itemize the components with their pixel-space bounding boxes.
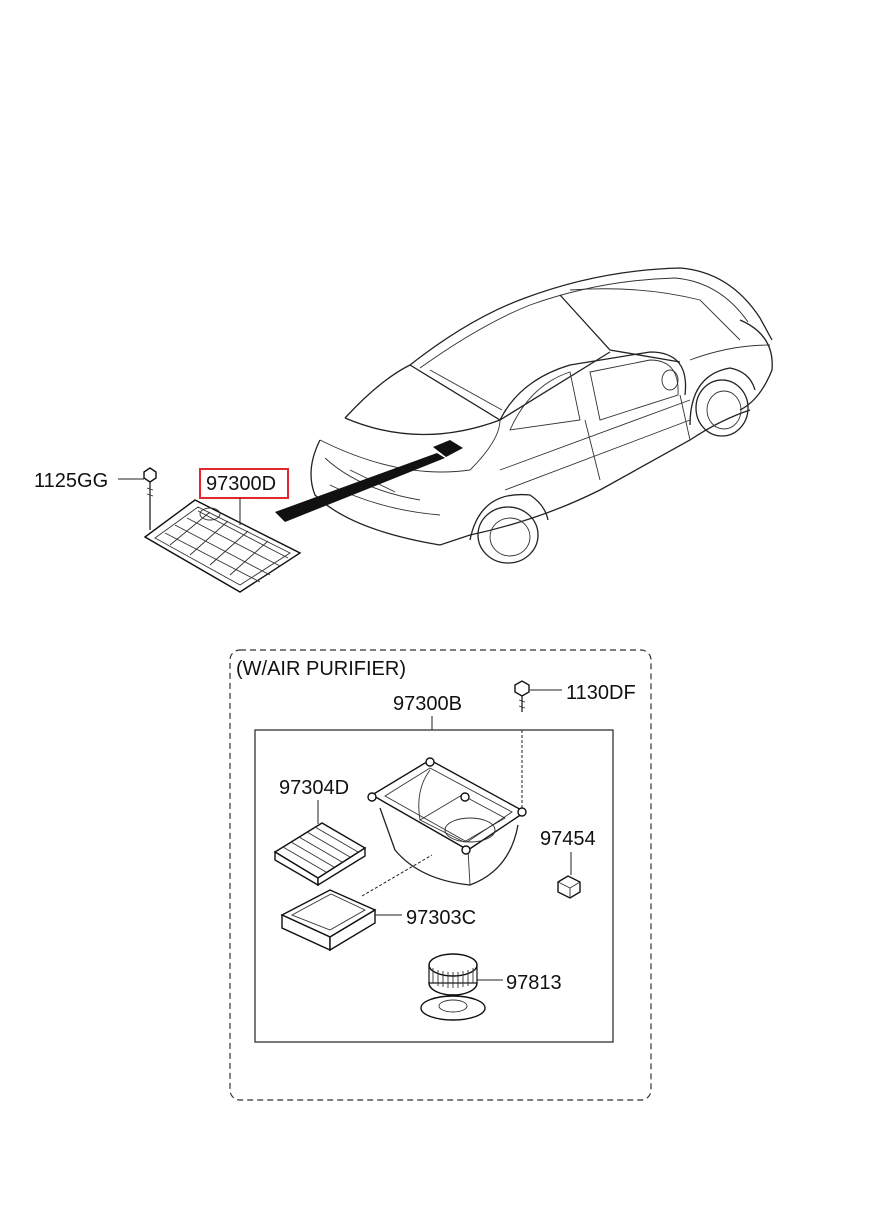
callout-97304D[interactable]: 97304D xyxy=(279,777,349,799)
bolt-top-part xyxy=(143,467,157,530)
callout-97454[interactable]: 97454 xyxy=(540,828,596,850)
callout-97300D[interactable]: 97300D xyxy=(206,473,276,495)
callout-97303C[interactable]: 97303C xyxy=(406,907,476,929)
location-marker xyxy=(433,440,463,457)
callout-97300B[interactable]: 97300B xyxy=(393,693,462,715)
cover-part xyxy=(143,499,302,593)
case-part xyxy=(367,757,527,886)
callout-97813[interactable]: 97813 xyxy=(506,972,562,994)
option-label: (W/AIR PURIFIER) xyxy=(236,658,406,680)
option-frame xyxy=(229,649,652,1101)
sensor-part xyxy=(557,875,581,899)
highlight-box[interactable] xyxy=(199,468,289,499)
filter-part xyxy=(273,822,367,887)
fan-motor-part xyxy=(420,953,486,1021)
bolt-bottom-part xyxy=(514,680,530,712)
callout-1125GG[interactable]: 1125GG xyxy=(34,470,108,492)
callout-1130DF[interactable]: 1130DF xyxy=(566,682,636,704)
assembly-frame xyxy=(254,729,614,1043)
tray-part xyxy=(280,889,377,952)
location-pointer xyxy=(275,453,445,522)
car-illustration xyxy=(275,267,773,564)
